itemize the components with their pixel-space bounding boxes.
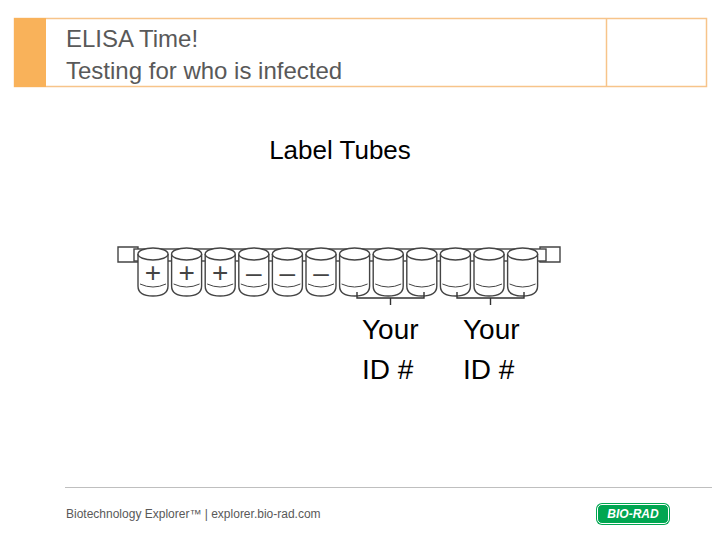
tube-sign: – bbox=[239, 258, 269, 288]
tube-body bbox=[205, 254, 235, 296]
tube-bottom bbox=[342, 284, 368, 287]
slide-title: ELISA Time! bbox=[66, 24, 198, 54]
id-label: Your ID # bbox=[463, 310, 539, 390]
bracket bbox=[357, 292, 424, 305]
tube-sign: + bbox=[138, 258, 168, 288]
sign-text: – bbox=[313, 259, 329, 287]
tube-body bbox=[239, 254, 269, 296]
tube-sign: + bbox=[172, 258, 202, 288]
tube-bottom bbox=[510, 284, 536, 287]
id-label: Your ID # bbox=[362, 310, 438, 390]
tube-rim bbox=[373, 248, 403, 260]
tube-rim bbox=[440, 248, 470, 260]
tube-body bbox=[306, 254, 336, 296]
tube-body bbox=[138, 254, 168, 296]
tube-bottom bbox=[442, 284, 468, 287]
tube-bottom bbox=[476, 284, 502, 287]
sign-text: + bbox=[145, 259, 161, 287]
tube-body bbox=[272, 254, 302, 296]
sign-text: – bbox=[280, 259, 296, 287]
sign-text: – bbox=[246, 259, 262, 287]
logo-text: BIO-RAD bbox=[607, 507, 658, 521]
tube-rim bbox=[340, 248, 370, 260]
sign-text: + bbox=[212, 259, 228, 287]
tube-rim bbox=[508, 248, 538, 260]
instruction-heading: Label Tubes bbox=[220, 134, 460, 166]
tube-sign: – bbox=[272, 258, 302, 288]
slide-subtitle: Testing for who is infected bbox=[66, 56, 342, 86]
tube-bottom bbox=[409, 284, 435, 287]
tube-bottom bbox=[375, 284, 401, 287]
tube-body bbox=[172, 254, 202, 296]
header-frame bbox=[15, 19, 707, 87]
bracket bbox=[457, 292, 524, 305]
tube-sign: + bbox=[205, 258, 235, 288]
tube-sign: – bbox=[306, 258, 336, 288]
tube-rim bbox=[474, 248, 504, 260]
tube-strip bbox=[118, 247, 560, 296]
sign-text: + bbox=[178, 259, 194, 287]
brand-logo: BIO-RAD bbox=[597, 504, 669, 524]
tube-rim bbox=[407, 248, 437, 260]
header-accent-bar bbox=[14, 18, 46, 87]
header-divider bbox=[606, 18, 608, 86]
footer-text: Biotechnology Explorer™ | explorer.bio-r… bbox=[66, 507, 321, 522]
footer-rule bbox=[65, 487, 712, 488]
